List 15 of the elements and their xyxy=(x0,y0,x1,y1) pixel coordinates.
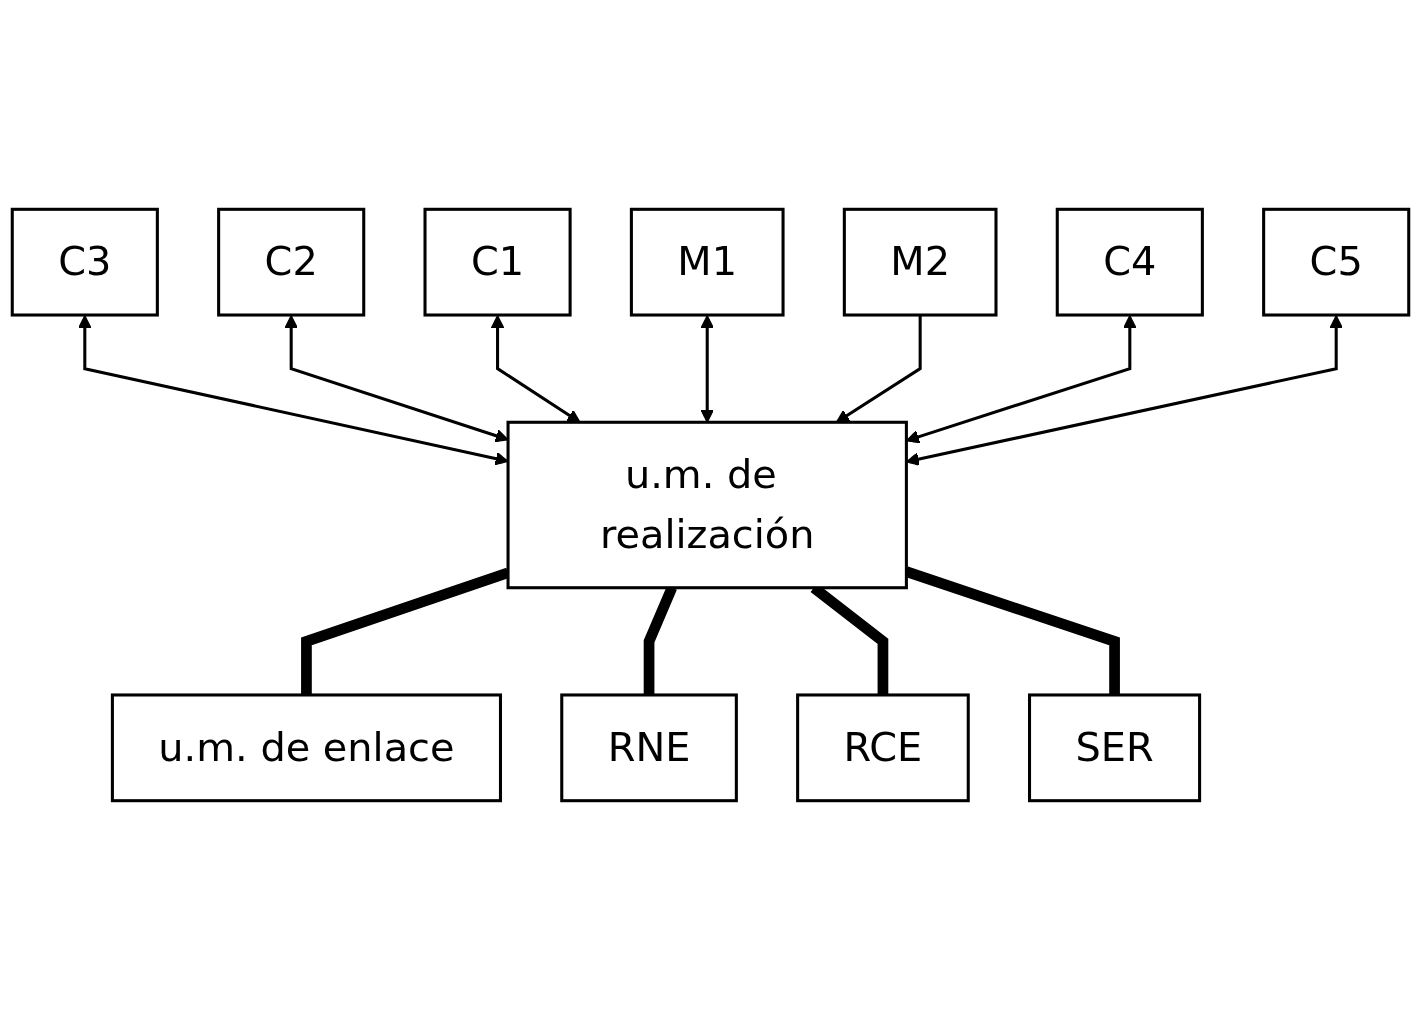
node-box: C2 xyxy=(217,207,366,317)
node-box: C3 xyxy=(10,207,159,317)
node-box: u.m. de enlace xyxy=(110,693,502,803)
node-box: RNE xyxy=(560,693,738,803)
node-box: u.m. de realización xyxy=(506,420,908,590)
node-box: M1 xyxy=(629,207,785,317)
node-box: C5 xyxy=(1262,207,1411,317)
node-box: M2 xyxy=(842,207,998,317)
node-box: SER xyxy=(1028,693,1202,803)
arrow xyxy=(700,315,714,423)
node-box: C1 xyxy=(423,207,572,317)
node-box: RCE xyxy=(796,693,970,803)
arrow xyxy=(835,315,922,423)
node-box: C4 xyxy=(1055,207,1204,317)
arrow xyxy=(490,315,581,423)
